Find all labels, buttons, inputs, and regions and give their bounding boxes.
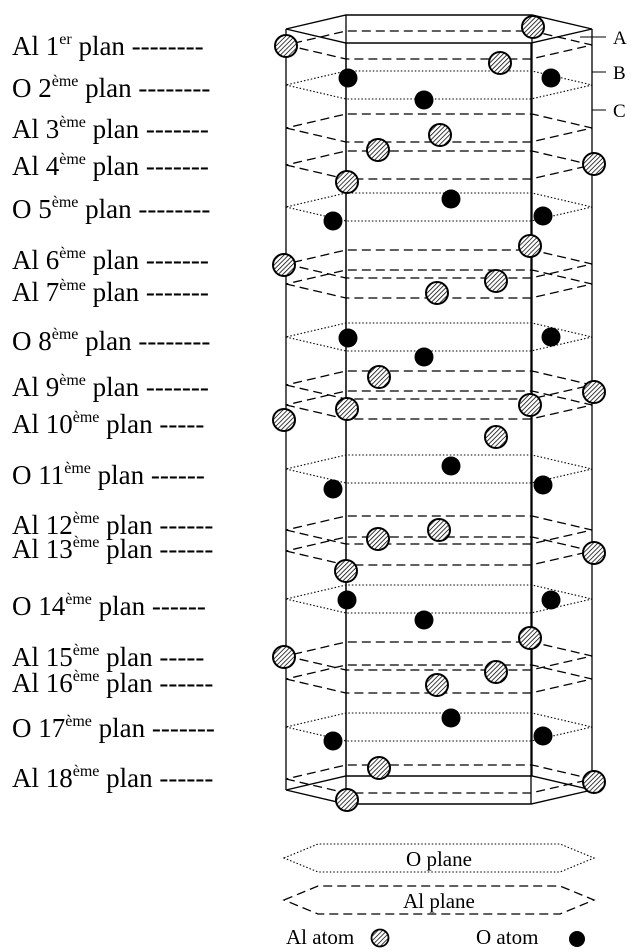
- al-plane-hexagon-3: [285, 113, 593, 143]
- al-plane-hexagon-6: [285, 249, 593, 279]
- plane-label-1: Al 1er plan --------: [12, 31, 204, 61]
- o-atom: [323, 479, 343, 499]
- o-atom: [414, 347, 434, 367]
- plane-label-3: Al 3ème plan -------: [12, 114, 209, 144]
- plane-label-5: O 5ème plan --------: [12, 194, 210, 224]
- al-atom: [484, 269, 508, 293]
- o-plane-hexagon-17: [285, 712, 593, 742]
- o-atom: [337, 590, 357, 610]
- al-atom: [484, 660, 508, 684]
- o-atom: [533, 475, 553, 495]
- o-atom: [541, 327, 561, 347]
- plane-label-6: Al 6ème plan -------: [12, 245, 209, 275]
- legend-al-atom-label: Al atom: [286, 925, 354, 949]
- al-atom: [335, 170, 359, 194]
- o-atom: [323, 211, 343, 231]
- al-atom: [518, 626, 542, 650]
- legend: O plane Al plane Al atom O atom: [282, 843, 596, 949]
- o-atom: [533, 726, 553, 746]
- plane-label-12: Al 12ème plan ------: [12, 510, 213, 540]
- al-atom: [366, 138, 390, 162]
- o-atom: [338, 328, 358, 348]
- legend-o-atom-icon: [569, 931, 585, 947]
- al-atom: [488, 51, 512, 75]
- legend-o-plane-hexagon: [282, 843, 596, 873]
- al-atom: [335, 788, 359, 812]
- plane-label-17: O 17ème plan -------: [12, 713, 215, 743]
- legend-al-plane-label: Al plane: [403, 889, 475, 913]
- o-atom: [441, 708, 461, 728]
- al-atom: [518, 393, 542, 417]
- plane-label-7: Al 7ème plan -------: [12, 277, 209, 307]
- al-atom: [582, 380, 606, 404]
- plane-labels: Al 1er plan -------- O 2ème plan --------…: [12, 31, 215, 793]
- al-atom: [366, 527, 390, 551]
- o-plane-hexagon-8: [285, 322, 593, 352]
- legend-al-atom-icon: [370, 928, 390, 948]
- o-atom: [414, 610, 434, 630]
- o-atom: [323, 731, 343, 751]
- al-atom: [484, 425, 508, 449]
- o-atom: [541, 590, 561, 610]
- plane-label-11: O 11ème plan ------: [12, 460, 205, 490]
- side-label-b: B: [613, 63, 626, 84]
- al-atom: [367, 756, 391, 780]
- side-label-c: C: [613, 101, 626, 122]
- o-atom: [441, 189, 461, 209]
- al-atom: [425, 673, 449, 697]
- al-atom: [367, 365, 391, 389]
- o-atom: [414, 90, 434, 110]
- al-atom: [518, 234, 542, 258]
- al-plane-hexagon-7: [285, 269, 593, 299]
- prism-top-face: [285, 14, 593, 44]
- o-atom: [541, 68, 561, 88]
- al-atom: [428, 123, 452, 147]
- al-plane-hexagon-16: [285, 664, 593, 694]
- al-atom: [274, 34, 298, 58]
- al-atom: [272, 645, 296, 669]
- plane-label-13: Al 13ème plan ------: [12, 534, 213, 564]
- plane-label-2: O 2ème plan --------: [12, 73, 210, 103]
- al-atom: [582, 770, 606, 794]
- al-atom: [272, 408, 296, 432]
- plane-label-8: O 8ème plan --------: [12, 326, 210, 356]
- plane-label-10: Al 10ème plan -----: [12, 409, 204, 439]
- al-plane-hexagon-12: [285, 515, 593, 545]
- al-atom: [334, 559, 358, 583]
- o-plane-hexagon-11: [285, 454, 593, 484]
- plane-label-15: Al 15ème plan -----: [12, 642, 204, 672]
- al-plane-hexagon-15: [285, 641, 593, 671]
- legend-o-plane-label: O plane: [406, 847, 472, 871]
- al-atom: [582, 152, 606, 176]
- al-plane-hexagon-4: [285, 150, 593, 180]
- plane-label-18: Al 18ème plan ------: [12, 763, 213, 793]
- al-atom: [427, 518, 451, 542]
- legend-al-plane-hexagon: [282, 885, 596, 915]
- al-atom: [582, 541, 606, 565]
- o-plane-hexagon-14: [285, 584, 593, 614]
- plane-label-16: Al 16ème plan ------: [12, 668, 213, 698]
- plane-label-9: Al 9ème plan -------: [12, 372, 209, 402]
- side-labels: A B C: [580, 28, 627, 122]
- side-label-a: A: [613, 28, 627, 49]
- al-atom: [521, 15, 545, 39]
- o-atom: [441, 456, 461, 476]
- plane-label-14: O 14ème plan ------: [12, 591, 206, 621]
- al-plane-hexagon-1: [285, 30, 593, 60]
- legend-o-atom-label: O atom: [476, 925, 538, 949]
- plane-label-4: Al 4ème plan -------: [12, 151, 209, 181]
- al-atom: [335, 397, 359, 421]
- atoms: [272, 15, 606, 812]
- o-atom: [533, 206, 553, 226]
- al-atom: [425, 281, 449, 305]
- al-atom: [272, 253, 296, 277]
- o-atom: [338, 68, 358, 88]
